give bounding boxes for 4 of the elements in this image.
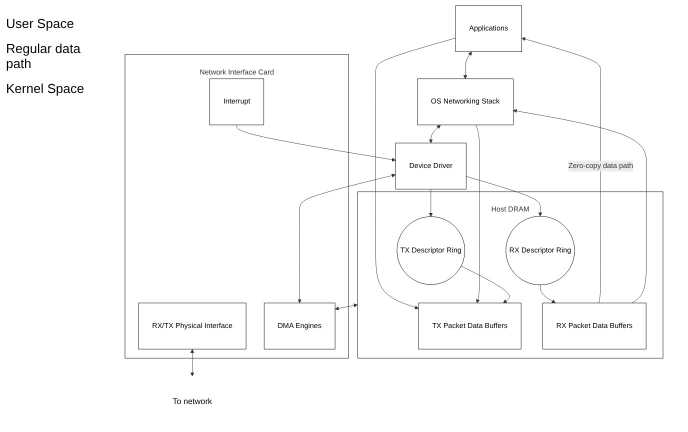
node-text: To network [172,396,212,406]
region-label: Regular data path [6,41,82,71]
region-label: User Space [6,16,75,31]
region-label: Kernel Space [6,81,86,96]
